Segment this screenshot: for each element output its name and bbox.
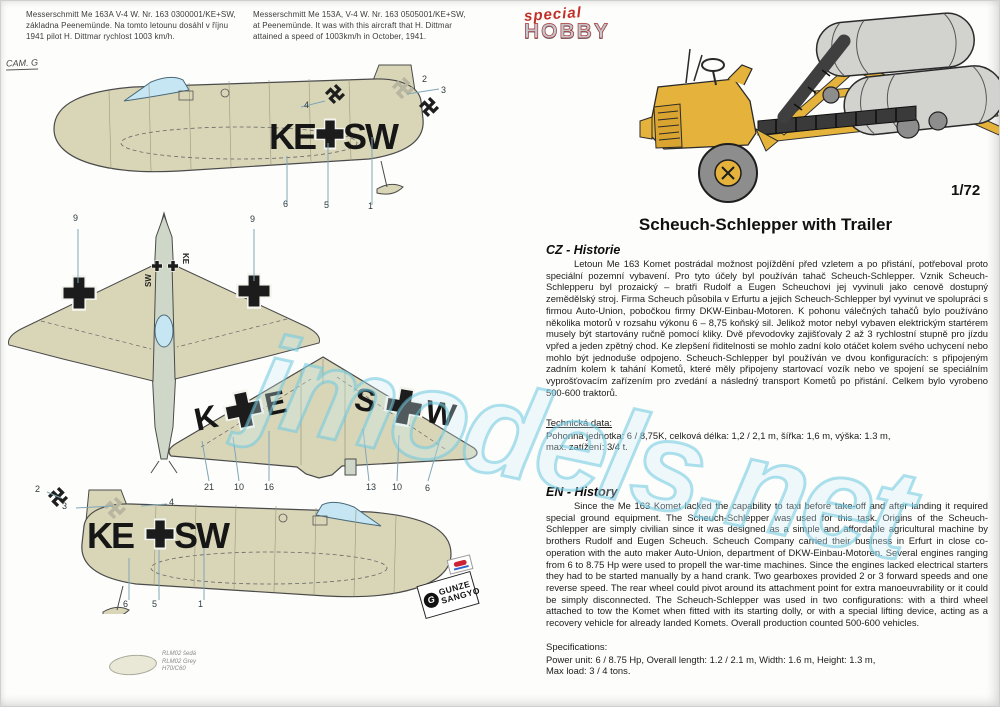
callout-label: 3 (62, 501, 68, 511)
callout-label: 5 (324, 200, 330, 210)
callout-label: 9 (73, 213, 79, 223)
scheuch-schlepper-illustration (639, 12, 999, 203)
legend-line-codes: H70/C60 (162, 666, 186, 672)
legend-line-en: RLM02 Grey (162, 658, 197, 665)
callout-label: 6 (425, 483, 431, 493)
cz-history-paragraph: Letoun Me 163 Komet postrádal možnost po… (546, 258, 988, 398)
callout-label: 13 (366, 482, 377, 492)
me163-side-profile-top: KE SW (53, 64, 440, 205)
cz-heading: CZ - Historie (546, 243, 621, 257)
gunze-g-icon: G (421, 590, 441, 610)
plan-view-upper: SW KE (8, 211, 320, 474)
color-legend: RLM02 šedá RLM02 Grey H70/C60 (162, 651, 196, 674)
logo-hobby-text: HOBBY (524, 20, 610, 44)
tech-data-line1: Pohonná jednotka: 6 / 8,75K, celková dél… (546, 430, 891, 441)
callout-label: 16 (264, 482, 275, 492)
page-title: Scheuch-Schlepper with Trailer (638, 215, 893, 234)
me163-plan-views: SW KE K E S W (8, 211, 478, 482)
callout-label: 3 (441, 85, 447, 95)
centerline-code-sw: SW (144, 274, 153, 287)
spec-line1: Power unit: 6 / 8.75 Hp, Overall length:… (546, 654, 876, 665)
en-heading: EN - History (546, 485, 618, 499)
special-hobby-logo: special HOBBY (523, 4, 619, 44)
caption-english: Messerschmitt Me 153A, V-4 W. Nr. 163 05… (253, 10, 466, 41)
color-chip-rlm02 (108, 652, 158, 678)
callout-label: 21 (204, 482, 215, 492)
callout-label: 5 (152, 599, 158, 609)
tech-data-heading: Technická data: (546, 418, 613, 429)
me163-side-profile-bottom: KE SW (46, 486, 452, 614)
callout-label: 10 (392, 482, 403, 492)
callout-label: 2 (422, 74, 428, 84)
tractor-body (639, 48, 757, 150)
en-history-paragraph: Since the Me 163 Komet lacked the capabi… (546, 500, 988, 629)
specifications-heading: Specifications: (546, 642, 608, 653)
legend-line-cz: RLM02 šedá (162, 651, 197, 657)
callout-label: 4 (169, 497, 175, 507)
tech-data-line2: max. zatížení: 3/4 t. (546, 441, 628, 452)
callout-label: 6 (123, 599, 129, 609)
callout-label: 4 (304, 100, 310, 110)
caption-czech: Messerschmitt Me 163A V-4 W. Nr. 163 030… (26, 10, 236, 41)
callout-label: 2 (35, 484, 41, 494)
fuselage-code-sw-bottom: SW (174, 515, 230, 556)
scale-label: 1/72 (951, 182, 981, 199)
fuselage-code-ke-bottom: KE (87, 515, 134, 556)
callout-label: 9 (250, 214, 256, 224)
centerline-code-ke: KE (181, 253, 190, 265)
underwing-letter-w: W (423, 393, 460, 434)
fuselage-code-ke-top: KE (269, 116, 316, 157)
callout-label: 1 (198, 599, 204, 609)
plan-view-lower: K E S W (168, 356, 478, 482)
callout-label: 6 (283, 199, 289, 209)
fuselage-code-sw-top: SW (343, 116, 399, 157)
callout-label: 1 (368, 201, 374, 211)
callout-label: 10 (234, 482, 245, 492)
spec-line2: Max load: 3 / 4 tons. (546, 665, 631, 676)
